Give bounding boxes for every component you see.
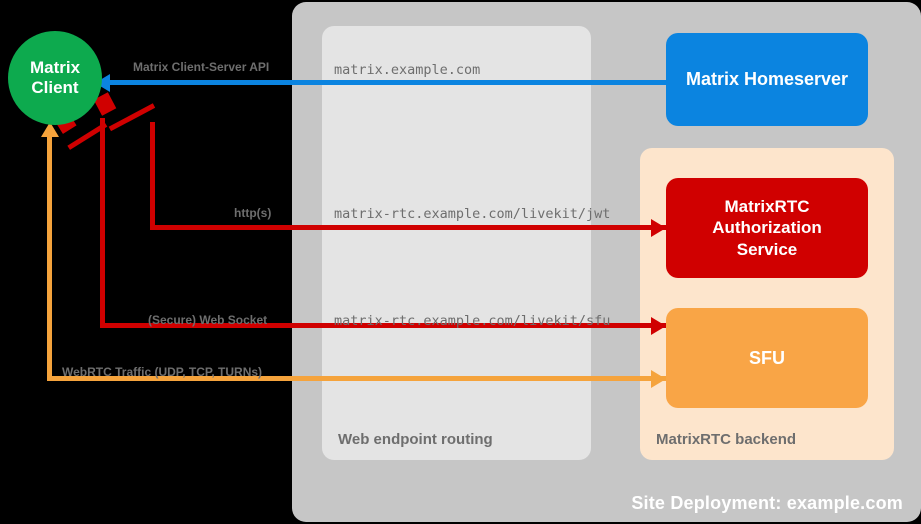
node-matrix-homeserver[interactable]: Matrix Homeserver	[666, 33, 868, 126]
web-endpoint-routing-panel: Web endpoint routing	[322, 26, 591, 460]
matrixrtc-auth-line2: Authorization	[712, 218, 822, 238]
matrix-client-line1: Matrix	[29, 57, 81, 77]
matrix-client-line2: Client	[31, 78, 79, 97]
connector-jwt-vertical	[150, 122, 155, 225]
endpoint-matrix-example-com: matrix.example.com	[334, 62, 481, 78]
endpoint-livekit-sfu: matrix-rtc.example.com/livekit/sfu	[334, 313, 611, 329]
sfu-label: SFU	[749, 347, 785, 368]
arrowhead-websocket-to-sfu	[651, 316, 666, 335]
matrixrtc-backend-label: MatrixRTC backend	[656, 431, 797, 448]
arrowhead-jwt-to-auth-service	[651, 218, 666, 237]
label-secure-web-socket: (Secure) Web Socket	[148, 313, 268, 327]
arrowhead-webrtc-to-client	[40, 122, 59, 137]
connector-matrix-client-server-api	[110, 80, 666, 85]
connector-websocket-vertical	[100, 118, 105, 325]
matrixrtc-auth-line1: MatrixRTC	[724, 197, 810, 217]
matrixrtc-auth-line3: Service	[736, 239, 798, 259]
matrix-homeserver-label: Matrix Homeserver	[685, 69, 849, 90]
label-http-s: http(s)	[234, 206, 272, 220]
label-webrtc-traffic: WebRTC Traffic (UDP, TCP, TURNs)	[62, 365, 263, 379]
connector-websocket-horizontal	[100, 323, 666, 328]
connector-jwt-horizontal	[150, 225, 666, 230]
node-sfu[interactable]: SFU	[666, 308, 868, 408]
connector-webrtc-horizontal	[47, 376, 666, 381]
label-matrix-client-server-api: Matrix Client-Server API	[133, 60, 270, 74]
connector-webrtc-vertical	[47, 135, 52, 378]
node-matrixrtc-authorization-service[interactable]: MatrixRTC Authorization Service	[666, 178, 868, 278]
arrowhead-webrtc-to-sfu	[651, 369, 666, 388]
site-deployment-label: Site Deployment: example.com	[631, 493, 903, 513]
endpoint-livekit-jwt: matrix-rtc.example.com/livekit/jwt	[334, 206, 611, 222]
node-matrix-client[interactable]: Matrix Client	[8, 31, 102, 125]
web-endpoint-routing-label: Web endpoint routing	[338, 431, 493, 448]
